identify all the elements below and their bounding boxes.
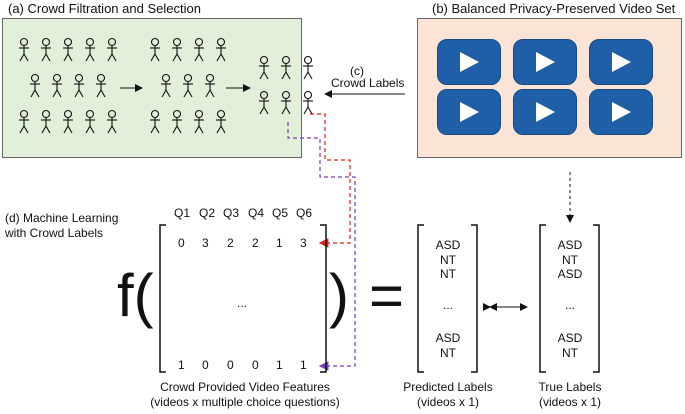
red-crowd-label-arrow <box>310 113 351 248</box>
ml-title-line2: with Crowd Labels <box>5 226 104 240</box>
matrix-caption-line2: (videos x multiple choice questions) <box>150 395 340 409</box>
crowd-labels-text: Crowd Labels <box>331 76 405 90</box>
video-icon <box>437 89 501 135</box>
question-header: Q3 <box>223 206 240 220</box>
panel-b-title: (b) Balanced Privacy-Preserved Video Set <box>432 1 676 16</box>
true-right-bracket <box>593 224 600 373</box>
predicted-label: NT <box>440 345 456 360</box>
matrix-ellipsis: ... <box>237 296 248 310</box>
true-label: ASD <box>557 238 583 252</box>
true-ellipsis: ... <box>564 298 575 312</box>
matrix-cell: 0 <box>178 236 185 250</box>
matrix-cell: 2 <box>227 236 234 250</box>
true-caption-line1: True Labels <box>538 380 602 394</box>
video-icon <box>513 39 577 85</box>
true-labels-bottom: ASD NT <box>547 331 593 360</box>
matrix-cell: 0 <box>202 358 209 372</box>
predicted-caption-line1: Predicted Labels <box>403 380 493 394</box>
video-icon <box>437 39 501 85</box>
true-left-bracket <box>539 224 546 373</box>
question-header: Q1 <box>174 206 191 220</box>
predicted-labels-top: ASD NT NT <box>425 238 471 282</box>
true-labels-top: ASD NT ASD <box>547 238 593 282</box>
matrix-caption-line1: Crowd Provided Video Features <box>160 380 330 394</box>
video-icon <box>513 89 577 135</box>
predicted-right-bracket <box>471 224 478 373</box>
predicted-label: NT <box>440 252 456 267</box>
predicted-ellipsis: ... <box>442 298 453 312</box>
matrix-cell: 2 <box>252 236 259 250</box>
predicted-left-bracket <box>417 224 424 373</box>
predicted-label: ASD <box>435 238 461 252</box>
true-label: NT <box>562 345 578 360</box>
true-label: ASD <box>557 267 583 281</box>
ml-title-line1: (d) Machine Learning <box>5 211 119 225</box>
matrix-cell: 1 <box>178 358 185 372</box>
function-close: ) <box>329 262 349 329</box>
matrix-cell: 0 <box>227 358 234 372</box>
question-header: Q6 <box>296 206 313 220</box>
crowd-labels-tag: (c) <box>350 64 364 78</box>
matrix-cell: 3 <box>300 236 307 250</box>
function-open: f( <box>117 262 154 329</box>
matrix-left-bracket <box>159 224 166 373</box>
video-icon <box>589 39 653 85</box>
matrix-cell: 0 <box>252 358 259 372</box>
question-header: Q5 <box>272 206 289 220</box>
matrix-cell: 3 <box>202 236 209 250</box>
question-header: Q4 <box>248 206 265 220</box>
equals-sign: = <box>369 262 405 329</box>
predicted-label: NT <box>440 267 456 281</box>
true-label: NT <box>562 252 578 267</box>
true-label: ASD <box>557 331 583 345</box>
predicted-label: ASD <box>435 331 461 345</box>
purple-crowd-label-arrow <box>287 122 356 371</box>
predicted-labels-bottom: ASD NT <box>425 331 471 360</box>
true-caption-line2: (videos x 1) <box>538 395 602 409</box>
matrix-cell: 1 <box>276 358 283 372</box>
question-header: Q2 <box>199 206 216 220</box>
predicted-caption-line2: (videos x 1) <box>416 395 480 409</box>
matrix-cell: 1 <box>276 236 283 250</box>
matrix-right-bracket <box>320 224 327 373</box>
panel-a-title: (a) Crowd Filtration and Selection <box>8 1 201 16</box>
video-icon <box>589 89 653 135</box>
matrix-cell: 1 <box>300 358 307 372</box>
